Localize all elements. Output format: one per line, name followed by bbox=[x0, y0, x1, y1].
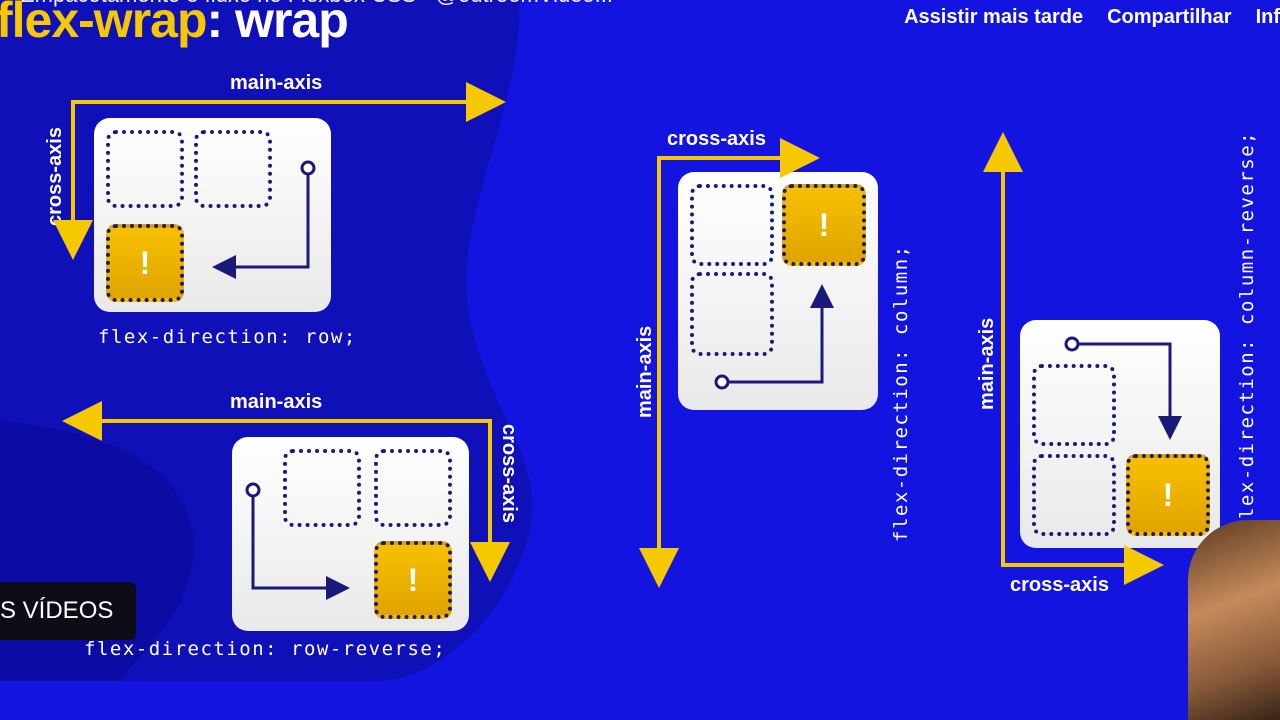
flex-item-1 bbox=[283, 449, 361, 527]
more-videos-button[interactable]: S VÍDEOS bbox=[0, 582, 136, 640]
row-reverse-main-axis-label: main-axis bbox=[230, 391, 323, 413]
flex-item-2 bbox=[194, 130, 272, 208]
flex-item-warning: ! bbox=[374, 541, 452, 619]
heading-rest: : wrap bbox=[206, 0, 349, 48]
flex-item-warning: ! bbox=[782, 184, 866, 266]
heading-accent: flex-wrap bbox=[0, 0, 208, 48]
share-button[interactable]: Compartilhar bbox=[1107, 6, 1232, 28]
row-reverse-code: flex-direction: row-reverse; bbox=[84, 638, 447, 660]
warning-icon: ! bbox=[139, 244, 151, 281]
row-reverse-cross-axis-label: cross-axis bbox=[498, 424, 520, 523]
column-main-axis-label: main-axis bbox=[634, 325, 656, 418]
row-card: ! bbox=[94, 118, 331, 312]
column-reverse-card: ! bbox=[1020, 320, 1220, 548]
more-videos-label: S VÍDEOS bbox=[0, 597, 114, 624]
row-main-axis-label: main-axis bbox=[230, 72, 323, 94]
flex-item-warning: ! bbox=[106, 224, 184, 302]
video-actions: Assistir mais tarde Compartilhar Inf bbox=[904, 6, 1280, 29]
presenter-webcam bbox=[1188, 520, 1280, 720]
warning-icon: ! bbox=[407, 561, 419, 598]
flex-item-1 bbox=[106, 130, 184, 208]
flex-item-2 bbox=[690, 272, 774, 356]
row-cross-axis-label: cross-axis bbox=[44, 127, 66, 226]
info-button[interactable]: Inf bbox=[1255, 6, 1280, 28]
row-reverse-card: ! bbox=[232, 437, 469, 631]
flex-item-2 bbox=[1032, 454, 1116, 536]
row-code: flex-direction: row; bbox=[98, 326, 357, 348]
flex-item-2 bbox=[374, 449, 452, 527]
column-reverse-cross-axis-label: cross-axis bbox=[1010, 574, 1109, 596]
column-reverse-main-axis-label: main-axis bbox=[976, 317, 998, 410]
column-code: flex-direction: column; bbox=[890, 244, 912, 542]
flex-item-1 bbox=[690, 184, 774, 266]
page-heading: flex-wrap: wrap bbox=[0, 0, 349, 48]
column-card: ! bbox=[678, 172, 878, 410]
warning-icon: ! bbox=[1162, 476, 1174, 513]
watch-later-button[interactable]: Assistir mais tarde bbox=[904, 6, 1084, 28]
flex-item-1 bbox=[1032, 364, 1116, 446]
flex-item-warning: ! bbox=[1126, 454, 1210, 536]
video-title: Empacotamento e fluxo no Flexbox CSS - @… bbox=[20, 0, 613, 8]
warning-icon: ! bbox=[818, 206, 830, 243]
column-reverse-code: flex-direction: column-reverse; bbox=[1236, 130, 1258, 532]
column-cross-axis-label: cross-axis bbox=[667, 128, 766, 150]
